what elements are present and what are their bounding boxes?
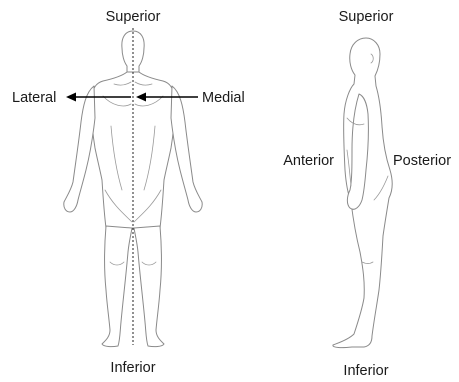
lateral-label: Lateral — [12, 90, 56, 106]
anterior-label: Anterior — [283, 153, 334, 169]
front-inferior-label: Inferior — [110, 360, 155, 376]
front-superior-label: Superior — [106, 9, 161, 25]
lateral-arrow-head — [66, 93, 76, 102]
side-body-figure — [333, 38, 392, 348]
side-superior-label: Superior — [339, 9, 394, 25]
side-inferior-label: Inferior — [343, 363, 388, 379]
front-right-leg — [134, 226, 164, 347]
front-left-arm — [64, 86, 95, 212]
medial-label: Medial — [202, 90, 245, 106]
front-left-leg — [102, 226, 132, 347]
posterior-label: Posterior — [393, 153, 451, 169]
front-right-arm — [171, 86, 202, 212]
